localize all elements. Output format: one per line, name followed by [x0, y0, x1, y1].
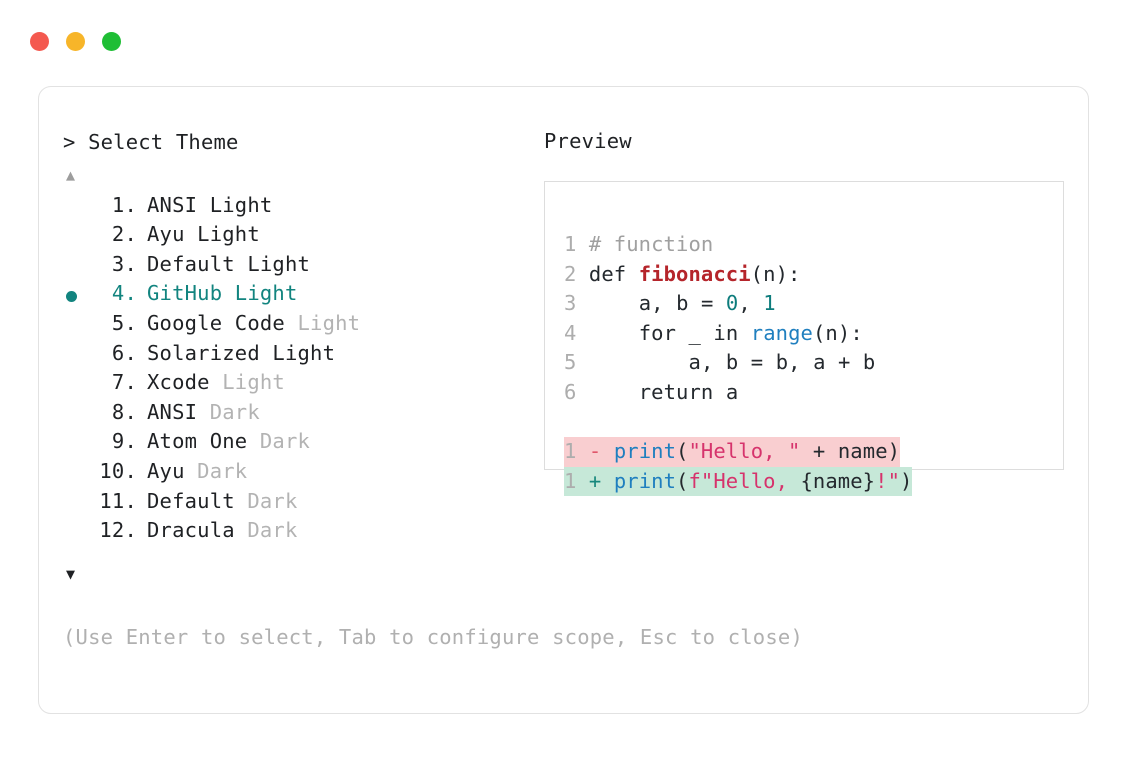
theme-item-number: 5.	[111, 311, 137, 336]
diff-row: 1 + print(f"Hello, {name}!")	[564, 466, 1063, 497]
theme-item-number: 7.	[111, 370, 137, 395]
theme-item-name: Solarized Light	[147, 340, 336, 365]
theme-item-name: Ayu	[147, 459, 185, 484]
theme-list-item[interactable]: 6. Solarized Light	[63, 341, 533, 371]
code-line: 4 for _ in range(n):	[564, 320, 863, 345]
theme-list-item[interactable]: 1. ANSI Light	[63, 193, 533, 223]
line-number: 2	[564, 261, 577, 286]
theme-list-item[interactable]: 12. Dracula Dark	[63, 518, 533, 548]
code-line: 3 a, b = 0, 1	[564, 291, 776, 316]
diff-sign: -	[588, 439, 602, 464]
diff-line-added: 1 + print(f"Hello, {name}!")	[564, 466, 913, 497]
diff-line-removed: 1 - print("Hello, " + name)	[564, 437, 901, 467]
preview-column: Preview 1 # function 2 def fibonacci(n): 3…	[544, 129, 1069, 497]
line-number: 1	[564, 468, 577, 493]
theme-item-number: 11.	[99, 488, 137, 513]
keyboard-hint: (Use Enter to select, Tab to configure s…	[63, 625, 803, 649]
theme-item-name: Default Light	[147, 251, 311, 276]
code-preview: 1 # function 2 def fibonacci(n): 3 a, b = …	[564, 230, 1063, 497]
theme-item-variant: Dark	[234, 518, 298, 543]
selection-bullet-slot	[63, 290, 93, 302]
theme-item-number: 8.	[111, 399, 137, 424]
theme-list-item[interactable]: 2. Ayu Light	[63, 222, 533, 252]
theme-item-name: Google Code	[147, 311, 285, 336]
theme-item-number: 1.	[111, 192, 137, 217]
selected-bullet-icon	[66, 290, 77, 302]
code-line: 1 # function	[564, 232, 714, 256]
diff-row: 1 - print("Hello, " + name)	[564, 437, 1063, 467]
theme-list-item[interactable]: 4. GitHub Light	[63, 281, 533, 311]
maximize-button[interactable]	[102, 32, 121, 51]
theme-item-name: Atom One	[147, 429, 248, 454]
scroll-down-arrow[interactable]: ▼	[66, 565, 76, 584]
code-line: 5 a, b = b, a + b	[564, 350, 876, 375]
theme-list-item[interactable]: 10. Ayu Dark	[63, 459, 533, 489]
theme-list-item[interactable]: 11. Default Dark	[63, 489, 533, 519]
theme-item-variant: Dark	[247, 429, 311, 454]
code-line: 2 def fibonacci(n):	[564, 261, 801, 286]
theme-item-number: 10.	[99, 459, 137, 484]
theme-picker-panel: > Select Theme ▲ 1. ANSI Light 2. Ayu Light…	[38, 86, 1089, 714]
theme-item-name: ANSI Light	[147, 192, 273, 217]
theme-item-name: ANSI	[147, 399, 198, 424]
theme-list-item[interactable]: 3. Default Light	[63, 252, 533, 282]
scroll-up-arrow[interactable]: ▲	[66, 166, 76, 185]
theme-item-number: 4.	[111, 281, 137, 306]
page-title: > Select Theme	[63, 130, 239, 154]
theme-list-item[interactable]: 8. ANSI Dark	[63, 400, 533, 430]
line-number: 1	[564, 439, 577, 464]
preview-label: Preview	[544, 129, 632, 153]
close-button[interactable]	[30, 32, 49, 51]
theme-item-number: 3.	[111, 251, 137, 276]
theme-item-name: Default	[147, 488, 235, 513]
theme-item-name: Dracula	[147, 518, 235, 543]
theme-item-variant: Dark	[184, 459, 248, 484]
theme-item-number: 9.	[111, 429, 137, 454]
line-number: 3	[564, 291, 577, 316]
theme-list-item[interactable]: 5. Google Code Light	[63, 311, 533, 341]
theme-item-name: Ayu Light	[147, 222, 260, 247]
code-line: 6 return a	[564, 379, 739, 404]
line-number: 5	[564, 350, 577, 375]
theme-item-number: 12.	[99, 518, 137, 543]
window-traffic-lights	[30, 32, 121, 51]
line-number: 6	[564, 379, 577, 404]
diff-block: 1 - print("Hello, " + name)1 + print(f"H…	[564, 437, 1063, 497]
theme-item-variant: Light	[284, 311, 361, 336]
theme-item-number: 6.	[111, 340, 137, 365]
theme-item-number: 2.	[111, 222, 137, 247]
theme-list-item[interactable]: 7. Xcode Light	[63, 370, 533, 400]
preview-box: 1 # function 2 def fibonacci(n): 3 a, b = …	[544, 181, 1064, 497]
theme-item-name: Xcode	[147, 370, 210, 395]
theme-item-variant: Light	[209, 370, 285, 395]
line-number: 1	[564, 232, 577, 256]
line-number: 4	[564, 320, 577, 345]
theme-item-name: GitHub Light	[147, 281, 298, 306]
minimize-button[interactable]	[66, 32, 85, 51]
theme-item-variant: Dark	[197, 399, 260, 424]
theme-item-variant: Dark	[234, 488, 298, 513]
theme-selector-column: > Select Theme ▲ 1. ANSI Light 2. Ayu Light…	[63, 129, 533, 586]
theme-list-item[interactable]: 9. Atom One Dark	[63, 429, 533, 459]
diff-sign: +	[588, 468, 602, 493]
